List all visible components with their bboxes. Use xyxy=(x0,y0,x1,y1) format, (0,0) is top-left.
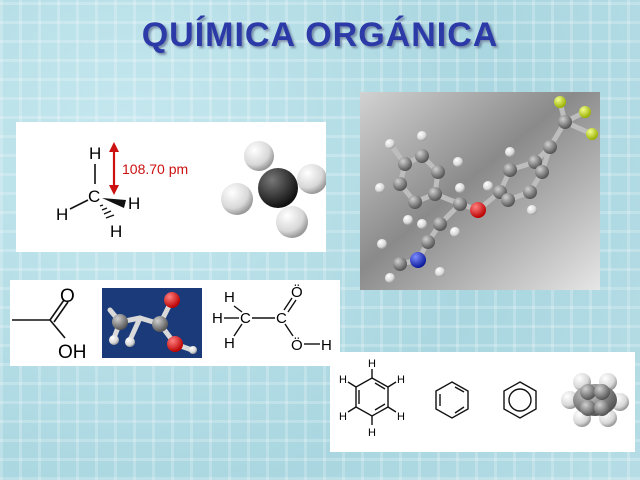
bond-length-label: 108.70 pm xyxy=(122,161,188,177)
model-hydrogens xyxy=(375,131,537,283)
model-nitrogen xyxy=(410,252,426,268)
benzene-h3: H xyxy=(397,411,405,423)
methane-c: C xyxy=(88,187,100,206)
benzene-full-structure xyxy=(347,369,397,425)
acetic-ball-stick xyxy=(102,288,202,358)
lewis-o-single: Ö xyxy=(291,336,303,354)
slide-title: QUÍMICA ORGÁNICA xyxy=(141,16,499,54)
lewis-c1: C xyxy=(240,310,251,327)
benzene-space-filling xyxy=(561,373,629,427)
lewis-h-oh: H xyxy=(321,337,332,354)
benzene-h2: H xyxy=(397,374,405,386)
model-oxygen xyxy=(470,202,486,218)
bond-length-arrow xyxy=(109,142,119,195)
acetic-skeletal-bonds xyxy=(12,299,69,339)
methane-panel: H C H H H 108.70 pm xyxy=(16,122,327,252)
model-fluorines xyxy=(554,96,598,140)
lewis-h-top: H xyxy=(224,289,235,306)
acetic-skeletal-o: O xyxy=(60,286,75,307)
benzene-panel: H H H H H H xyxy=(330,352,635,452)
methane-h-left: H xyxy=(56,205,68,224)
methane-bond-left xyxy=(69,199,89,210)
methane-ball-model xyxy=(221,141,327,238)
lewis-o-double: Ö xyxy=(291,283,303,301)
benzene-h4: H xyxy=(368,427,376,439)
model-carbons xyxy=(393,115,572,271)
methane-diagram: H C H H H 108.70 pm xyxy=(56,141,327,241)
methane-h-bottom: H xyxy=(110,222,122,241)
methane-hash-bond xyxy=(99,204,115,219)
lewis-c2: C xyxy=(276,310,287,327)
benzene-h6: H xyxy=(339,374,347,386)
lewis-h-bottom: H xyxy=(224,335,235,352)
benzene-kekule xyxy=(435,381,469,419)
methane-h-right: H xyxy=(128,194,140,213)
benzene-aromatic-circle xyxy=(503,381,537,419)
lewis-bonds xyxy=(224,297,320,345)
benzene-h5: H xyxy=(339,411,347,423)
acetic-skeletal-oh: OH xyxy=(58,342,87,363)
benzene-h1: H xyxy=(368,358,376,370)
methane-wedge-bond xyxy=(102,198,126,208)
molecule-3d-image xyxy=(360,92,600,290)
acetic-acid-panel: O OH H H H C C xyxy=(10,280,340,366)
acetic-acid-diagram: O OH H H H C C xyxy=(12,283,332,363)
lewis-h-left: H xyxy=(212,310,223,327)
benzene-diagram: H H H H H H xyxy=(339,358,629,439)
fluoxetine-model xyxy=(360,92,600,290)
methane-h-top: H xyxy=(89,144,101,163)
